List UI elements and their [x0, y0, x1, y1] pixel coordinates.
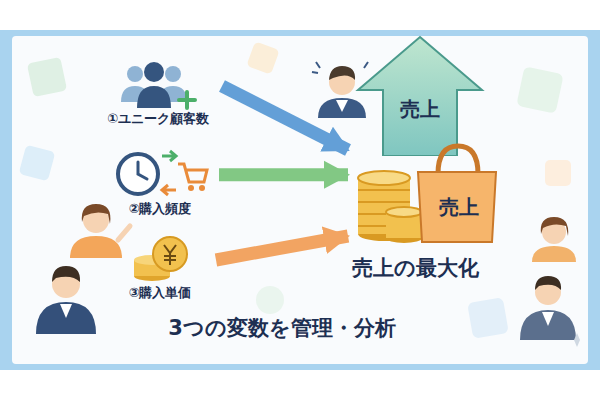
flow-arrow [222, 86, 348, 150]
sales-label: 売上 [375, 96, 465, 123]
sales-up-arrow: 売上 [355, 34, 485, 156]
variable-label: ②購入頻度 [105, 200, 215, 218]
purchase-frequency-item: ②購入頻度 [105, 146, 215, 218]
unit-price-item: ③購入単価 [108, 232, 212, 302]
flow-arrow [219, 168, 348, 181]
variable-label: ③購入単価 [108, 284, 212, 302]
sales-bag-coins: 売上 [350, 138, 500, 248]
person [520, 276, 576, 340]
variable-label: ①ユニーク顧客数 [98, 110, 218, 128]
person [36, 266, 96, 334]
icon [105, 146, 215, 200]
customer-count-item: ①ユニーク顧客数 [98, 58, 218, 128]
flow-arrow [216, 236, 348, 260]
result-heading: 売上の最大化 [352, 254, 479, 282]
person [532, 217, 576, 262]
icon [98, 58, 218, 110]
caption: 3つの変数を管理・分析 [168, 314, 396, 342]
person [70, 204, 130, 258]
sales-label: 売上 [420, 194, 498, 221]
icon [108, 232, 212, 284]
